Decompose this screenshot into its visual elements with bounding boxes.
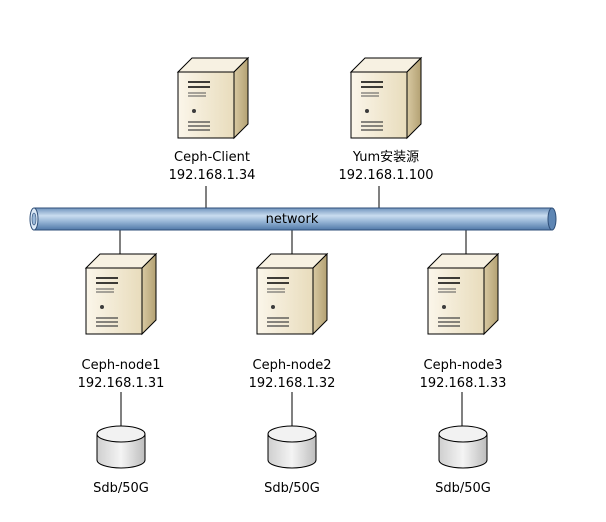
server-ceph-node1: Ceph-node1 192.168.1.31: [78, 253, 165, 391]
server-icon: [427, 253, 499, 335]
disk-node2: Sdb/50G: [264, 425, 320, 496]
server-icon: [177, 57, 249, 139]
server-ip: 192.168.1.34: [169, 168, 256, 183]
server-ip: 192.168.1.100: [338, 168, 433, 183]
disk-icon: [96, 425, 146, 469]
disk-node3: Sdb/50G: [435, 425, 491, 496]
disk-node1: Sdb/50G: [93, 425, 149, 496]
server-ceph-node2: Ceph-node2 192.168.1.32: [249, 253, 336, 391]
disk-label: Sdb/50G: [93, 481, 149, 496]
server-ip: 192.168.1.33: [420, 376, 507, 391]
server-icon: [256, 253, 328, 335]
disk-label: Sdb/50G: [264, 481, 320, 496]
server-name: Ceph-node1: [82, 358, 161, 373]
server-ip: 192.168.1.31: [78, 376, 165, 391]
network-bus: network: [29, 207, 557, 231]
server-ceph-node3: Ceph-node3 192.168.1.33: [420, 253, 507, 391]
disk-icon: [267, 425, 317, 469]
connection-lines: [119, 186, 467, 426]
server-name: Yum安装源: [352, 150, 419, 165]
disk-label: Sdb/50G: [435, 481, 491, 496]
server-icon: [350, 57, 422, 139]
server-ip: 192.168.1.32: [249, 376, 336, 391]
server-ceph-client: Ceph-Client 192.168.1.34: [169, 57, 256, 183]
disk-icon: [438, 425, 488, 469]
network-label: network: [266, 212, 319, 227]
server-name: Ceph-node2: [253, 358, 332, 373]
server-name: Ceph-Client: [174, 150, 250, 165]
server-yum-source: Yum安装源 192.168.1.100: [338, 57, 434, 183]
server-name: Ceph-node3: [424, 358, 503, 373]
server-icon: [85, 253, 157, 335]
